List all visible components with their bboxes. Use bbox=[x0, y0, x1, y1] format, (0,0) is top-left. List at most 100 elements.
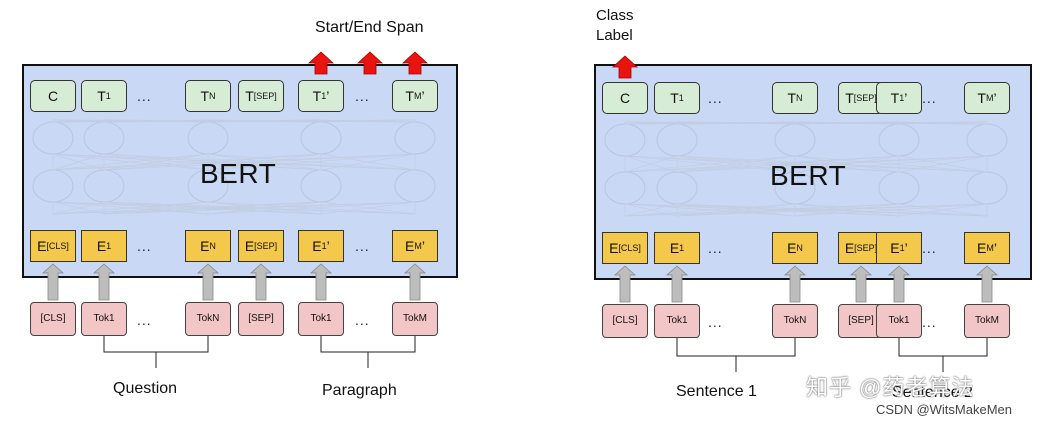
output-main: C bbox=[47, 88, 59, 104]
token-text: 1 bbox=[326, 313, 332, 324]
output-prime: ’ bbox=[326, 88, 330, 104]
output-arrow bbox=[307, 51, 335, 75]
output-sub: M bbox=[413, 91, 422, 101]
embedding-prime: ’ bbox=[904, 240, 908, 256]
hidden-node bbox=[394, 121, 436, 155]
ellipsis: ... bbox=[922, 90, 937, 106]
input-token-0: [CLS] bbox=[30, 302, 76, 336]
sentence-1-label: Sentence 1 bbox=[676, 383, 757, 400]
attention-connection bbox=[320, 201, 416, 215]
class-label-line2: Label bbox=[596, 27, 633, 44]
attention-connection bbox=[676, 155, 900, 173]
input-token-0: [CLS] bbox=[602, 304, 648, 338]
start-end-span-label: Start/End Span bbox=[315, 19, 424, 36]
embedding-prime: ’ bbox=[993, 240, 997, 256]
embedding-sub: 1 bbox=[679, 243, 685, 253]
embedding-main: E bbox=[312, 238, 322, 254]
ellipsis: ... bbox=[922, 314, 937, 330]
embedding-sub: [SEP] bbox=[854, 243, 878, 253]
ellipsis: ... bbox=[355, 312, 370, 328]
output-main: T bbox=[97, 88, 106, 104]
hidden-node bbox=[604, 171, 646, 205]
embedding-0: E[CLS] bbox=[602, 232, 648, 264]
token-text: M bbox=[418, 313, 427, 324]
hidden-node bbox=[878, 171, 920, 205]
embedding-3: E[SEP] bbox=[238, 230, 284, 262]
ellipsis: ... bbox=[137, 312, 152, 328]
hidden-node bbox=[966, 123, 1008, 157]
output-token-0: C bbox=[602, 82, 648, 114]
attention-connection bbox=[207, 119, 416, 123]
token-text: N bbox=[212, 313, 220, 324]
output-prime: ’ bbox=[993, 90, 997, 106]
segment-bracket bbox=[320, 336, 416, 353]
hidden-node bbox=[774, 123, 816, 157]
attention-connection bbox=[794, 155, 900, 173]
input-arrow bbox=[309, 263, 333, 301]
hidden-node bbox=[394, 169, 436, 203]
attention-connection bbox=[52, 153, 209, 171]
ellipsis: ... bbox=[708, 314, 723, 330]
output-sub: N bbox=[796, 93, 803, 103]
attention-connection bbox=[624, 155, 900, 173]
attention-connection bbox=[103, 153, 209, 171]
input-token-3: [SEP] bbox=[238, 302, 284, 336]
attention-connection bbox=[103, 201, 322, 215]
output-sub: 1 bbox=[105, 91, 111, 101]
attention-connection bbox=[676, 155, 988, 173]
embedding-main: E bbox=[844, 240, 855, 256]
attention-connection bbox=[103, 153, 416, 171]
output-main: T bbox=[670, 90, 679, 106]
token-text: [CLS] bbox=[612, 315, 638, 326]
attention-connection bbox=[52, 153, 105, 171]
hidden-node bbox=[604, 123, 646, 157]
output-arrow bbox=[611, 55, 639, 79]
zhihu-watermark: 知乎 @药老算法 bbox=[806, 375, 975, 400]
attention-connection bbox=[624, 203, 796, 217]
attention-connection bbox=[52, 153, 416, 171]
token-text: Tok bbox=[975, 315, 991, 326]
attention-connection bbox=[676, 203, 988, 217]
input-arrow bbox=[196, 263, 220, 301]
token-text: 1 bbox=[109, 313, 115, 324]
hidden-node bbox=[656, 171, 698, 205]
output-main: T bbox=[977, 90, 986, 106]
embedding-sub: 1 bbox=[321, 241, 327, 251]
embedding-prime: ’ bbox=[326, 238, 330, 254]
input-arrow bbox=[975, 265, 999, 303]
hidden-node bbox=[32, 121, 74, 155]
output-sub: 1 bbox=[321, 91, 327, 101]
embedding-sub: N bbox=[796, 243, 803, 253]
embedding-main: E bbox=[96, 238, 107, 254]
output-main: T bbox=[245, 88, 254, 104]
input-arrow bbox=[613, 265, 637, 303]
embedding-main: E bbox=[37, 238, 47, 254]
segment-bracket bbox=[103, 336, 209, 353]
hidden-node bbox=[656, 123, 698, 157]
embedding-sub: M bbox=[986, 243, 994, 253]
ellipsis: ... bbox=[137, 88, 152, 104]
attention-connection bbox=[794, 121, 988, 125]
output-arrow bbox=[356, 51, 384, 75]
ellipsis: ... bbox=[137, 238, 152, 254]
output-sub: [SEP] bbox=[853, 93, 877, 103]
token-text: Tok bbox=[310, 313, 326, 324]
output-sub: M bbox=[985, 93, 994, 103]
embedding-sub: N bbox=[209, 241, 216, 251]
output-prime: ’ bbox=[904, 90, 908, 106]
ellipsis: ... bbox=[355, 238, 370, 254]
token-text: M bbox=[990, 315, 999, 326]
output-main: C bbox=[619, 90, 631, 106]
question-label: Question bbox=[113, 380, 178, 397]
attention-connection bbox=[103, 153, 322, 171]
